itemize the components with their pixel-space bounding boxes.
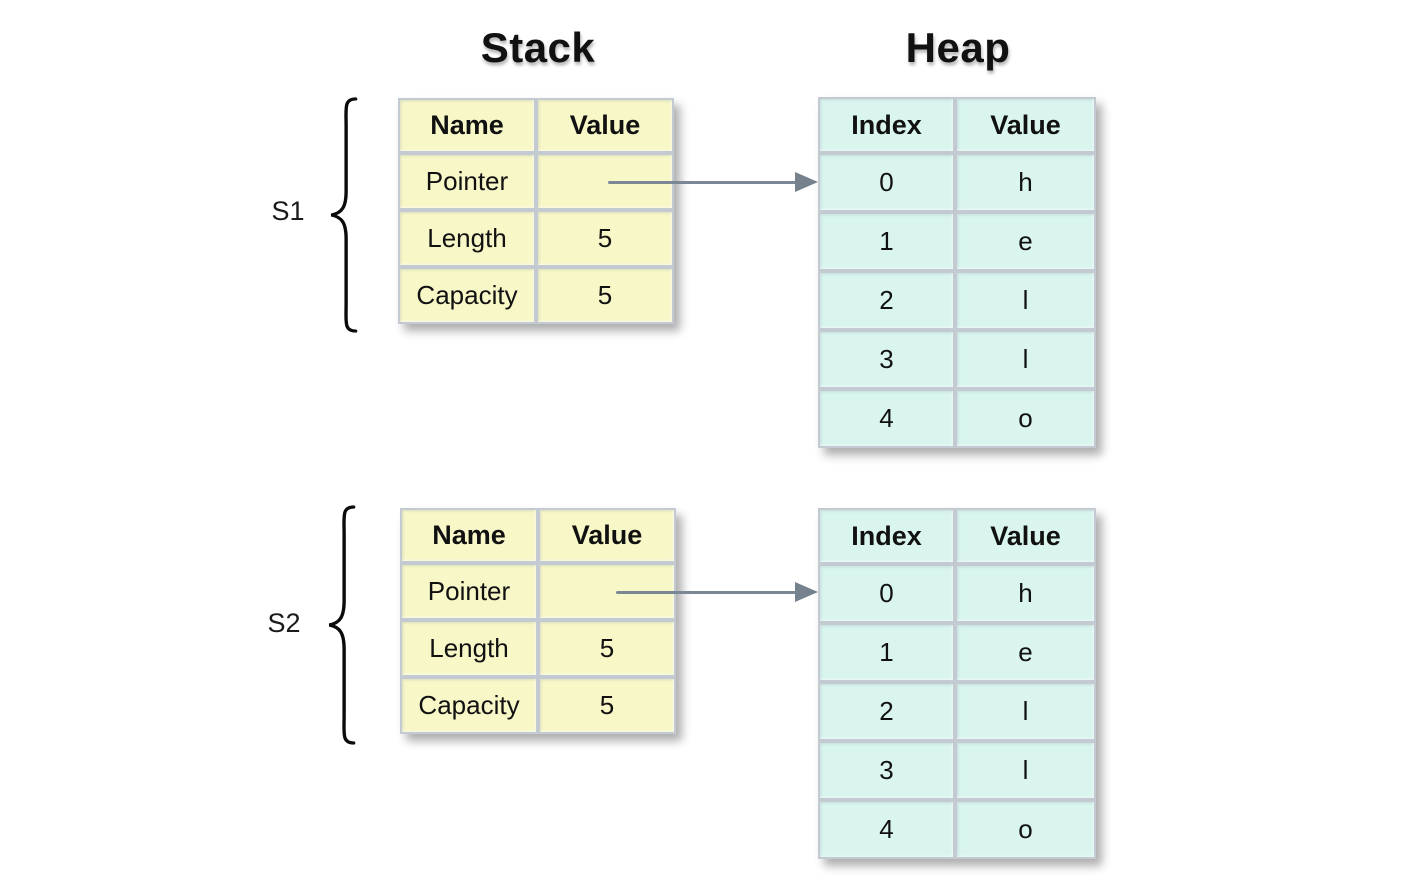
s1-stack-header-name: Name: [398, 98, 536, 153]
s2-heap-value-0: h: [955, 564, 1096, 623]
s2-heap-index-3: 3: [818, 741, 955, 800]
s1-heap-header-value: Value: [955, 97, 1096, 153]
s1-pointer-name: Pointer: [398, 153, 536, 210]
s2-heap-value-2: l: [955, 682, 1096, 741]
s1-stack-header-value: Value: [536, 98, 674, 153]
s1-label: S1: [271, 196, 305, 226]
s2-heap-header-index: Index: [818, 508, 955, 564]
heap-title: Heap: [905, 24, 1011, 71]
s2-capacity-value: 5: [538, 677, 676, 734]
s1-heap-table: Index Value 0 h 1 e 2 l 3 l 4 o: [818, 97, 1096, 448]
s2-heap-value-1: e: [955, 623, 1096, 682]
s2-curly-brace-icon: [328, 505, 356, 745]
s1-heap-header-index: Index: [818, 97, 955, 153]
s1-heap-index-2: 2: [818, 271, 955, 330]
s1-heap-value-3: l: [955, 330, 1096, 389]
s2-heap-table: Index Value 0 h 1 e 2 l 3 l 4 o: [818, 508, 1096, 859]
s1-heap-index-1: 1: [818, 212, 955, 271]
s2-stack-table: Name Value Pointer Length 5 Capacity 5: [400, 508, 676, 734]
s2-heap-index-1: 1: [818, 623, 955, 682]
s2-stack-header-value: Value: [538, 508, 676, 563]
s1-heap-value-4: o: [955, 389, 1096, 448]
s1-heap-value-2: l: [955, 271, 1096, 330]
s2-heap-index-2: 2: [818, 682, 955, 741]
s2-heap-header-value: Value: [955, 508, 1096, 564]
s2-label: S2: [267, 608, 301, 638]
s1-pointer-arrow-icon: [608, 172, 818, 192]
s1-curly-brace-icon: [330, 97, 358, 333]
s2-pointer-arrow-icon: [616, 582, 818, 602]
s1-stack-table: Name Value Pointer Length 5 Capacity 5: [398, 98, 674, 324]
stack-title: Stack: [480, 24, 596, 71]
s2-heap-index-4: 4: [818, 800, 955, 859]
s2-length-name: Length: [400, 620, 538, 677]
s1-heap-index-0: 0: [818, 153, 955, 212]
s1-heap-index-3: 3: [818, 330, 955, 389]
s2-heap-value-3: l: [955, 741, 1096, 800]
s2-heap-index-0: 0: [818, 564, 955, 623]
s1-capacity-name: Capacity: [398, 267, 536, 324]
s1-heap-index-4: 4: [818, 389, 955, 448]
s2-length-value: 5: [538, 620, 676, 677]
s2-heap-value-4: o: [955, 800, 1096, 859]
s1-length-value: 5: [536, 210, 674, 267]
s1-heap-value-1: e: [955, 212, 1096, 271]
s1-length-name: Length: [398, 210, 536, 267]
s2-pointer-name: Pointer: [400, 563, 538, 620]
s1-heap-value-0: h: [955, 153, 1096, 212]
s1-capacity-value: 5: [536, 267, 674, 324]
s2-stack-header-name: Name: [400, 508, 538, 563]
s2-capacity-name: Capacity: [400, 677, 538, 734]
